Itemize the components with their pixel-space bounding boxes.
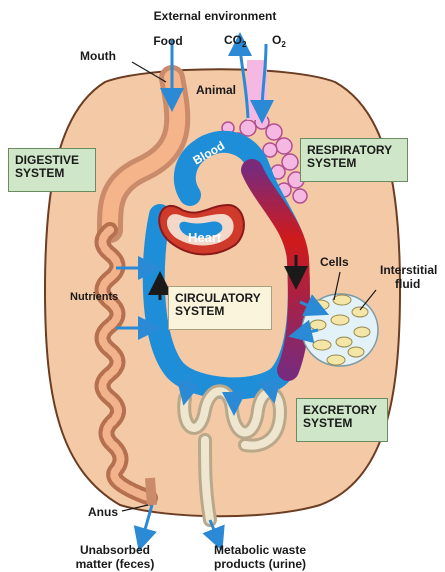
- food-label: Food: [153, 34, 182, 48]
- digestive-system-box: DIGESTIVE SYSTEM: [8, 148, 96, 192]
- interstitial-label-1: Interstitial: [380, 263, 437, 277]
- mouth-label: Mouth: [80, 49, 116, 63]
- circulatory-system-box: CIRCULATORY SYSTEM: [168, 286, 272, 330]
- nutrients-label: Nutrients: [70, 291, 118, 303]
- o2-label: O2: [272, 33, 286, 49]
- excretory-label-2: SYSTEM: [303, 417, 381, 430]
- anus-label: Anus: [88, 505, 118, 519]
- unabsorbed-label-2: matter (feces): [76, 557, 155, 571]
- unabsorbed-label-1: Unabsorbed: [80, 543, 150, 557]
- circulatory-label-2: SYSTEM: [175, 305, 265, 318]
- digestive-label-2: SYSTEM: [15, 167, 89, 180]
- heart-label: Heart: [188, 230, 222, 245]
- interstitial-label-2: fluid: [395, 277, 420, 291]
- respiratory-label-2: SYSTEM: [307, 157, 401, 170]
- respiratory-system-box: RESPIRATORY SYSTEM: [300, 138, 408, 182]
- co2-label: CO2: [224, 33, 247, 49]
- external-environment-label: External environment: [154, 9, 277, 23]
- excretory-system-box: EXCRETORY SYSTEM: [296, 398, 388, 442]
- waste-label-2: products (urine): [214, 557, 306, 571]
- waste-label-1: Metabolic waste: [214, 543, 306, 557]
- cells-label: Cells: [320, 255, 349, 269]
- animal-label: Animal: [196, 83, 236, 97]
